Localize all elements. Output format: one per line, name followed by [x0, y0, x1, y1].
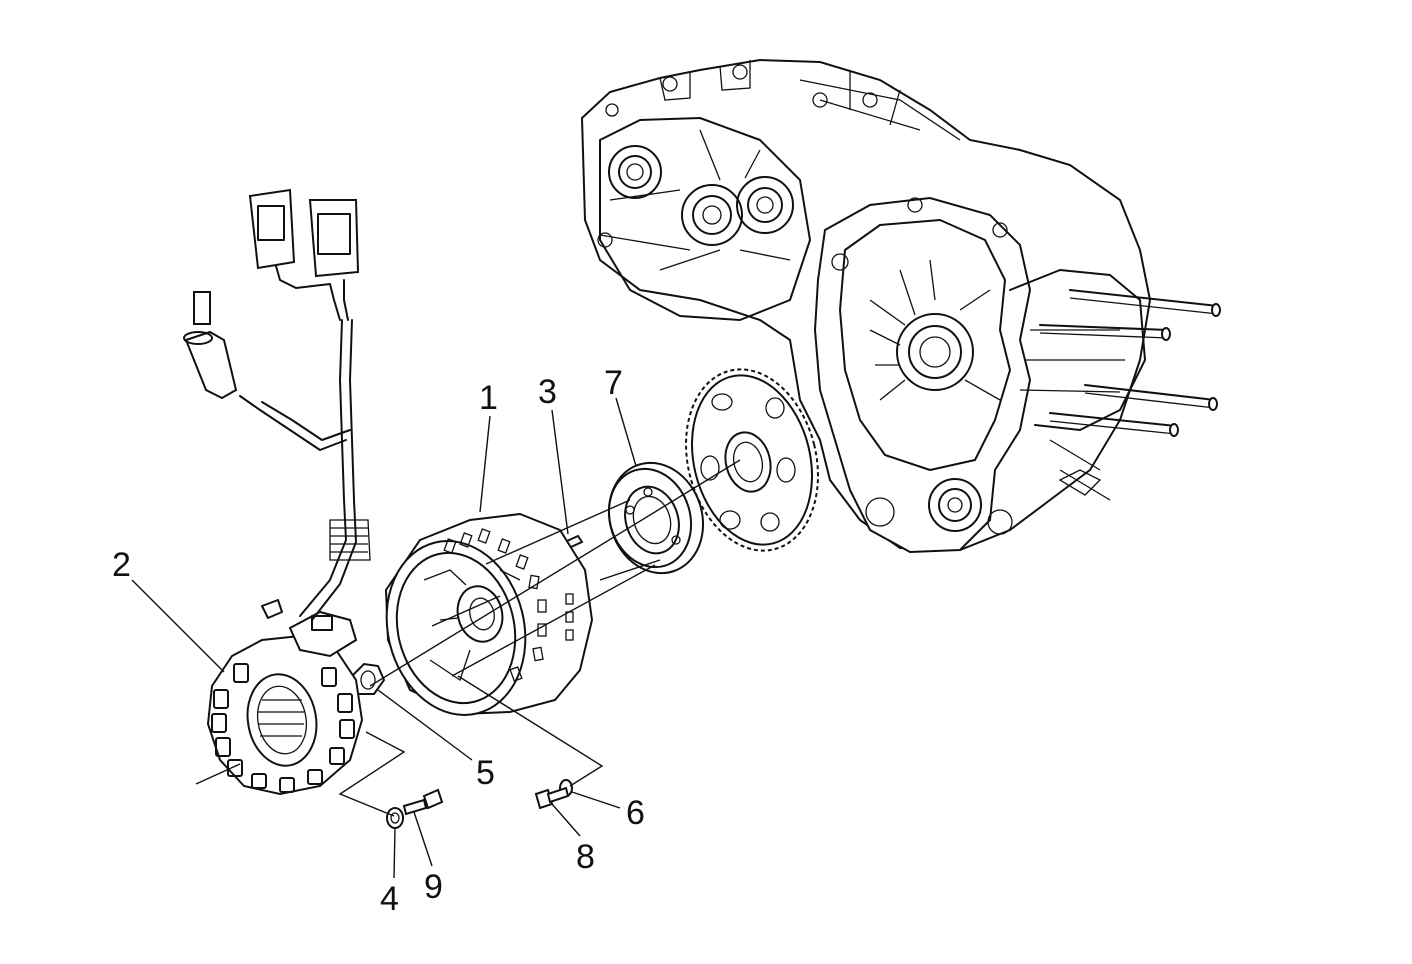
callout-6: 6: [626, 794, 645, 832]
callout-2: 2: [112, 546, 131, 584]
callout-7: 7: [604, 364, 623, 402]
callout-3: 3: [538, 373, 557, 411]
callout-1: 1: [479, 379, 498, 417]
flywheel-slots: [443, 528, 574, 682]
starter-gear: [685, 368, 819, 552]
stator-windings: [211, 663, 355, 793]
engine-crankcase: [580, 58, 1221, 554]
callout-5: 5: [476, 754, 495, 792]
flywheel-rotor-part-1: [384, 512, 594, 716]
assembly-lines: [195, 459, 741, 817]
washer-part-4: [386, 807, 404, 829]
wiring-harness: [183, 188, 371, 621]
starter-clutch-part-7: [607, 461, 705, 575]
callout-4: 4: [380, 880, 399, 918]
cylinder-studs: [1039, 289, 1221, 437]
callout-8: 8: [576, 838, 595, 876]
screw-part-9: [402, 788, 444, 816]
stator-part-2: [206, 599, 364, 796]
screw-part-8: [534, 786, 570, 810]
leader-lines: [131, 397, 637, 879]
callout-9: 9: [424, 868, 443, 906]
callouts: 1 2 3 4 5 6 7 8 9: [112, 364, 645, 918]
